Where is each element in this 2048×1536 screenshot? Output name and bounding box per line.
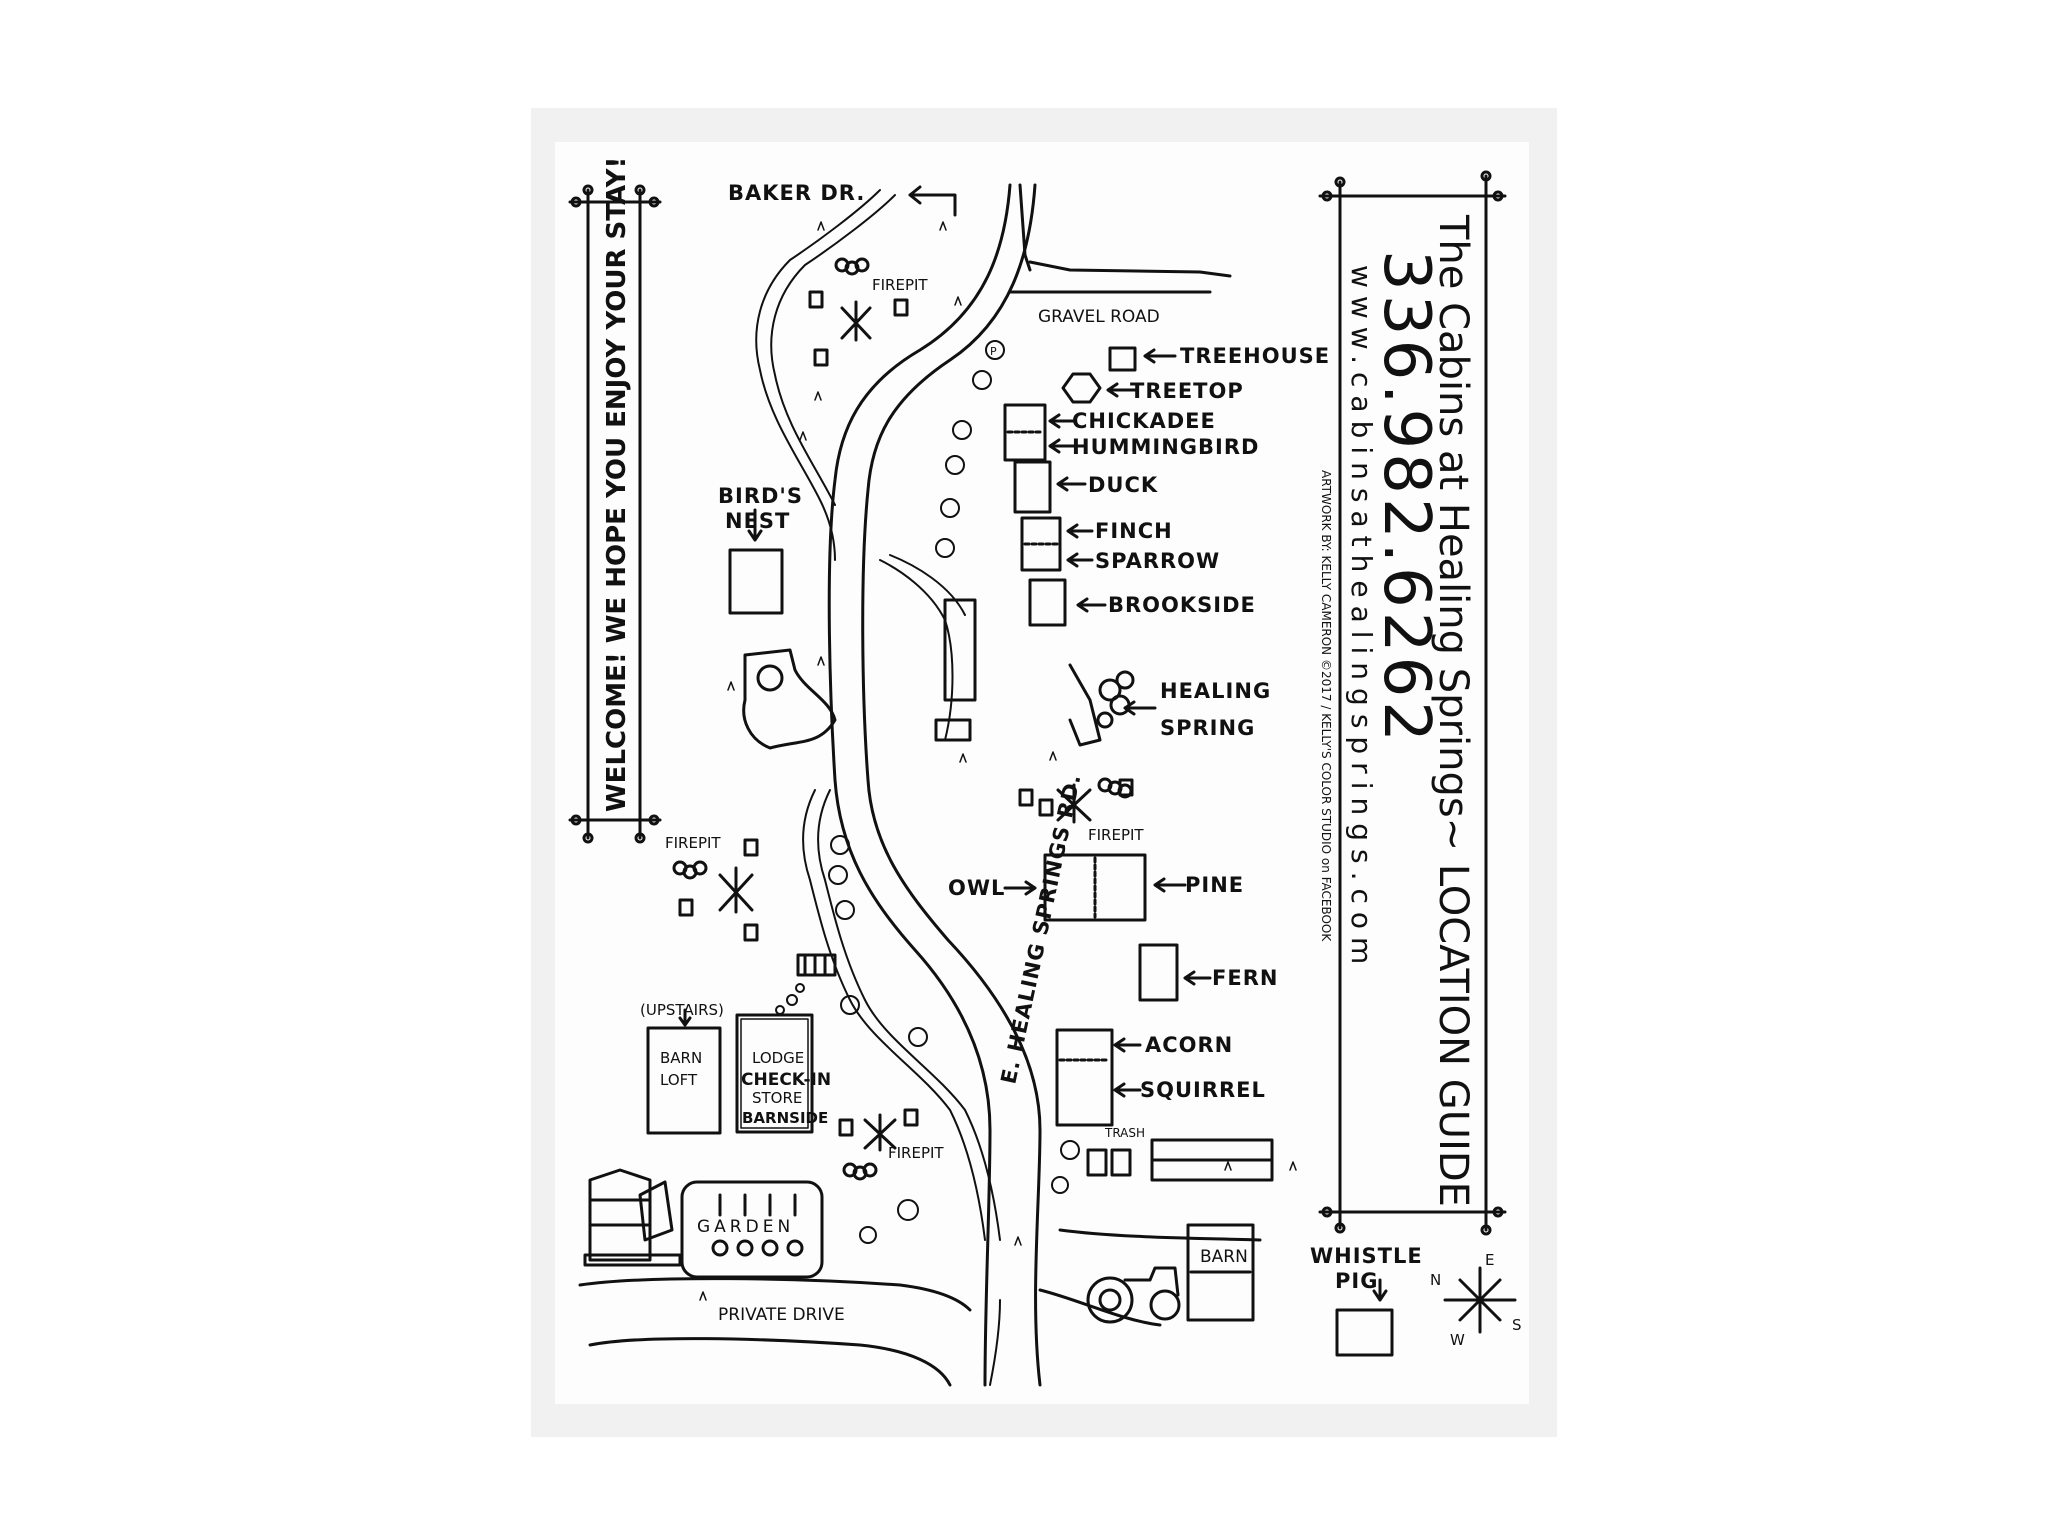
birds-nest-label-2: NEST xyxy=(725,509,790,533)
map-sheet xyxy=(555,142,1529,1404)
cabin-duck-label: DUCK xyxy=(1088,473,1158,497)
cabin-chickadee-hummingbird[interactable] xyxy=(1003,403,1077,462)
whistle-pig-label-2: PIG xyxy=(1335,1269,1378,1293)
baker-turn-arrow xyxy=(908,185,957,217)
cabin-fern-label: FERN xyxy=(1212,966,1278,990)
firepit-right-label: FIREPIT xyxy=(1088,826,1144,844)
cabin-chickadee-label: CHICKADEE xyxy=(1072,409,1216,433)
lodge-checkin-building[interactable] xyxy=(735,1013,814,1134)
barnside-label: BARNSIDE xyxy=(742,1109,828,1127)
healing-spring-label-2: SPRING xyxy=(1160,716,1255,740)
cabin-treetop[interactable] xyxy=(1061,372,1137,404)
tractor-icon xyxy=(1086,1266,1181,1324)
firepit-top-left[interactable] xyxy=(808,257,909,367)
cabin-sparrow-label: SPARROW xyxy=(1095,549,1220,573)
garden-label: GARDEN xyxy=(697,1217,794,1237)
firepit-bottom-left[interactable] xyxy=(838,1108,919,1181)
healing-spring-label-1: HEALING xyxy=(1160,679,1271,703)
cabin-finch-sparrow[interactable] xyxy=(1020,516,1094,572)
cabin-treetop-label: TREETOP xyxy=(1130,379,1244,403)
left-parking-lot xyxy=(742,648,837,750)
birds-nest-label-1: BIRD'S xyxy=(718,484,803,508)
private-drive xyxy=(578,1277,972,1387)
cabin-owl-pine[interactable] xyxy=(1003,853,1187,922)
compass-n: N xyxy=(1430,1271,1441,1289)
gravel-road-label: GRAVEL ROAD xyxy=(1038,307,1160,327)
parking-spots-upper[interactable] xyxy=(935,340,1005,558)
cabin-acorn-squirrel[interactable] xyxy=(1055,1028,1142,1127)
barn-driveway xyxy=(1058,1228,1262,1242)
cabin-brookside[interactable] xyxy=(1028,578,1107,627)
title-banner xyxy=(1318,170,1507,1236)
cabin-fern[interactable] xyxy=(1138,943,1212,1002)
cabin-finch-label: FINCH xyxy=(1095,519,1173,543)
compass-s: S xyxy=(1512,1316,1522,1334)
private-drive-label: PRIVATE DRIVE xyxy=(718,1305,845,1325)
firepit-top-left-label: FIREPIT xyxy=(872,276,928,294)
barn-building[interactable] xyxy=(1186,1223,1255,1322)
lodge-label: LODGE xyxy=(752,1049,804,1067)
parking-spots-lower[interactable] xyxy=(828,835,860,1015)
firepit-right[interactable] xyxy=(1018,777,1134,824)
grass-tufts xyxy=(699,221,1297,1301)
firepit-left-label: FIREPIT xyxy=(665,834,721,852)
checkin-label: CHECK-IN xyxy=(741,1070,831,1090)
cabin-squirrel-label: SQUIRREL xyxy=(1140,1078,1266,1102)
cabin-treehouse-label: TREEHOUSE xyxy=(1180,344,1330,368)
cabin-acorn-label: ACORN xyxy=(1145,1033,1233,1057)
footbridge xyxy=(796,598,977,977)
barn-loft-label-1: BARN xyxy=(660,1049,702,1067)
compass-w: W xyxy=(1450,1331,1465,1349)
cabin-treehouse[interactable] xyxy=(1108,346,1177,372)
welcome-text: WELCOME! WE HOPE YOU ENJOY YOUR STAY! xyxy=(602,157,632,812)
cabin-owl-label: OWL xyxy=(948,876,1005,900)
creek xyxy=(755,189,1001,1386)
firepit-bottom-left-label: FIREPIT xyxy=(888,1144,944,1162)
cabin-duck[interactable] xyxy=(1013,460,1087,514)
parking-label: P xyxy=(990,345,997,358)
chickens-icon xyxy=(775,983,1080,1244)
compass-rose-icon xyxy=(1443,1266,1517,1334)
store-label: STORE xyxy=(752,1089,802,1107)
baker-dr-label: BAKER DR. xyxy=(728,181,865,205)
guide-title: The Cabins at Healing Springs~ LOCATION … xyxy=(1430,214,1476,1207)
cabin-whistle-pig[interactable] xyxy=(1335,1278,1394,1357)
cabin-pine-label: PINE xyxy=(1185,873,1244,897)
artwork-credit: ARTWORK BY: KELLY CAMERON ©2017 / KELLY'… xyxy=(1319,470,1333,942)
garden-plot[interactable] xyxy=(680,1180,824,1279)
chicken-coop-icon xyxy=(583,1168,682,1267)
upstairs-label: (UPSTAIRS) xyxy=(640,1001,724,1019)
trash-label: TRASH xyxy=(1104,1126,1145,1140)
barn-label: BARN xyxy=(1200,1247,1248,1267)
cabin-birds-nest[interactable] xyxy=(728,508,784,615)
tractor-track xyxy=(1038,1288,1162,1327)
healing-springs-road-label: E. HEALING SPRINGS RD. xyxy=(996,772,1085,1087)
cabin-hummingbird-label: HUMMINGBIRD xyxy=(1072,435,1259,459)
gravel-road xyxy=(1008,183,1232,294)
cabin-brookside-label: BROOKSIDE xyxy=(1108,593,1256,617)
barn-loft-building[interactable] xyxy=(646,1008,722,1135)
healing-spring-pump[interactable] xyxy=(1068,663,1157,747)
phone-number: 336.982.6262 xyxy=(1369,250,1443,746)
healing-springs-road xyxy=(827,183,1042,1387)
whistle-pig-label-1: WHISTLE xyxy=(1310,1244,1423,1268)
firepit-left[interactable] xyxy=(672,838,759,942)
website-url: www.cabinsathealingsprings.com xyxy=(1345,265,1378,972)
barn-loft-label-2: LOFT xyxy=(660,1071,698,1089)
welcome-banner xyxy=(568,184,662,844)
trash-bins xyxy=(1086,1138,1274,1182)
compass-e: E xyxy=(1485,1251,1494,1269)
